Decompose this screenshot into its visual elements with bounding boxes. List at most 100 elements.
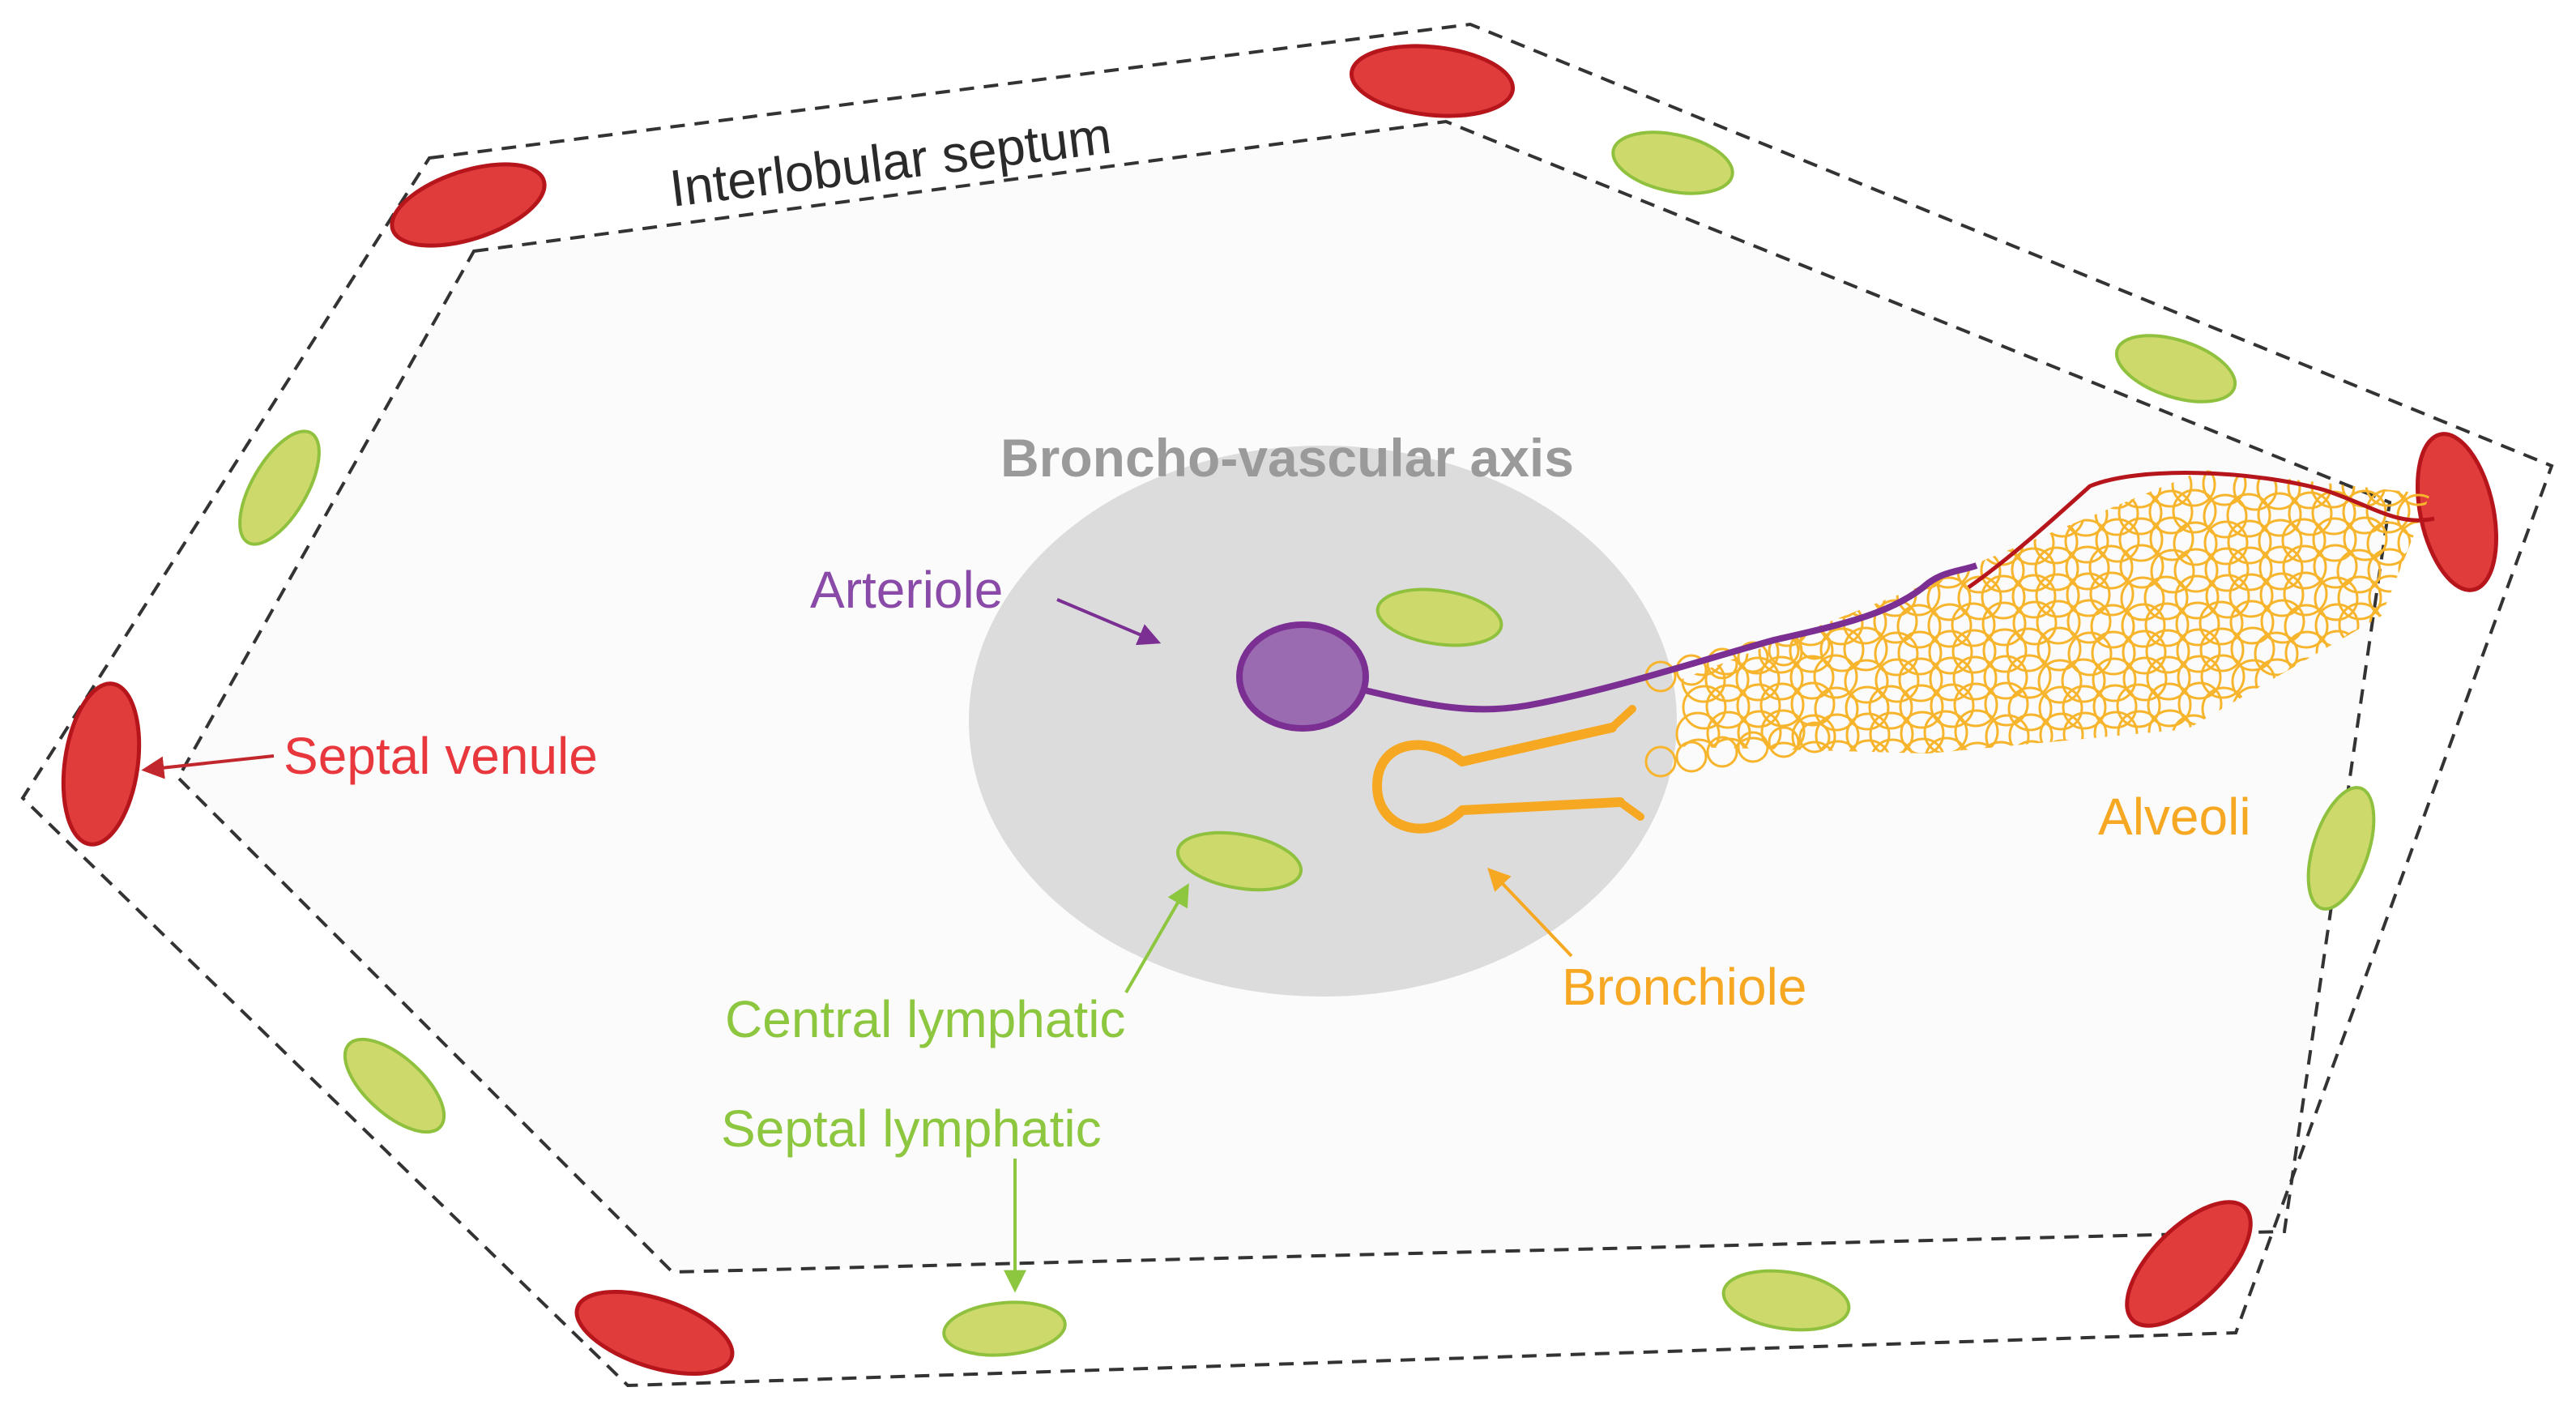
alveolus — [2258, 519, 2303, 564]
central-lymphatic-arrow — [1124, 883, 1189, 993]
septal-venule — [390, 162, 547, 248]
alveolus — [2062, 711, 2108, 753]
alveolus — [1874, 631, 1919, 677]
alveolus — [1923, 710, 1968, 753]
alveolus — [1737, 641, 1769, 673]
alveolus — [2065, 545, 2110, 591]
alveolus — [2288, 491, 2333, 536]
septal-venule — [2125, 1200, 2253, 1328]
alveolus — [2256, 470, 2301, 510]
alveolus — [1675, 711, 1721, 753]
alveolus — [2203, 520, 2249, 566]
alveolus — [2064, 519, 2109, 564]
alveolus — [2171, 470, 2216, 507]
septal-lymphatic — [238, 429, 321, 546]
central-lymphatic-label: Central lymphatic — [725, 990, 1125, 1048]
alveolus — [2177, 655, 2222, 700]
arteriole-arrow — [1056, 598, 1162, 646]
alveolus — [2066, 572, 2111, 617]
alveolus — [2148, 489, 2194, 535]
alveolus — [2281, 518, 2327, 563]
septal-venule-label: Septal venule — [284, 727, 598, 785]
alveolus — [2200, 654, 2245, 699]
alveolus — [2036, 600, 2081, 645]
alveolus — [1897, 630, 1943, 676]
septum-inner-boundary — [176, 119, 2392, 1274]
alveolus — [1873, 599, 1918, 644]
alveolus — [2037, 659, 2083, 704]
septal-lymphatic — [2306, 786, 2376, 911]
alveolus — [2176, 628, 2221, 673]
alveolus — [1730, 736, 1776, 753]
alveolus — [2172, 489, 2217, 534]
alveolus — [2365, 714, 2410, 753]
alveolus — [1791, 714, 1836, 753]
bronchiole-label: Bronchiole — [1562, 958, 1806, 1016]
septal-venule — [61, 681, 142, 847]
alveolus — [1736, 683, 1781, 728]
central-lymphatic — [1375, 587, 1503, 647]
septal-venules — [61, 44, 2499, 1377]
alveolus — [2226, 493, 2271, 538]
alveolus — [2283, 571, 2328, 617]
alveolus — [2313, 544, 2358, 589]
alveolus — [1900, 711, 1945, 753]
alveolus — [2199, 600, 2244, 646]
alveolus — [1815, 713, 1860, 753]
alveolus — [1981, 574, 2026, 620]
alveolus — [1874, 658, 1920, 703]
alveolus — [2144, 602, 2190, 647]
alveolus — [1845, 712, 1891, 753]
septal-venule — [574, 1289, 735, 1377]
alveolus — [2150, 549, 2195, 594]
alveolus — [2393, 627, 2430, 672]
alveolus — [2116, 683, 2161, 728]
alveolus — [2089, 571, 2135, 617]
alveolus — [1870, 738, 1915, 753]
alveolus — [1737, 710, 1782, 753]
alveolus — [2007, 654, 2052, 699]
alveolus — [1846, 739, 1891, 753]
alveolus — [2090, 604, 2135, 649]
alveolus — [2173, 521, 2218, 566]
alveolus — [2203, 493, 2248, 539]
alveolus — [2395, 686, 2430, 732]
alveolus — [2258, 545, 2304, 591]
alveolus — [2145, 629, 2190, 674]
alveolus — [1982, 628, 2028, 673]
alveolus — [2202, 470, 2247, 506]
alveolus — [2260, 599, 2305, 644]
broncho-vascular-axis-label: Broncho-vascular axis — [1000, 428, 1574, 488]
alveolus — [2228, 573, 2274, 618]
alveolus — [2199, 627, 2245, 672]
septal-lymphatic — [1611, 130, 1734, 195]
alveolus — [2040, 739, 2085, 753]
alveolus — [1929, 656, 1974, 702]
septal-venule-arrow — [141, 754, 275, 779]
septal-lymphatics — [238, 130, 2376, 1357]
alveolus — [2175, 601, 2220, 647]
central-lymphatics — [1175, 587, 1503, 892]
septal-lymphatic — [343, 1037, 446, 1134]
alveolus — [1953, 682, 1998, 728]
alveolus — [1706, 647, 1738, 680]
alveolus — [1952, 655, 1998, 701]
septal-venule — [2415, 432, 2499, 592]
alveolus — [2008, 713, 2054, 753]
venule-drainage — [1967, 471, 2435, 590]
alveolus — [1759, 682, 1805, 728]
alveolus — [2066, 599, 2112, 644]
alveolus — [1899, 684, 1944, 729]
alveolus — [1930, 683, 1975, 728]
alveolus — [1955, 741, 2000, 753]
alveolus — [1951, 602, 1996, 647]
alveolus — [2122, 656, 2168, 702]
alveolus — [2118, 517, 2164, 562]
alveolus — [1792, 741, 1837, 753]
alveolus — [2034, 546, 2079, 591]
alveolus — [2284, 604, 2329, 649]
alveolus — [2092, 684, 2138, 729]
alveolus — [2230, 626, 2275, 672]
alveolus — [2282, 544, 2327, 590]
